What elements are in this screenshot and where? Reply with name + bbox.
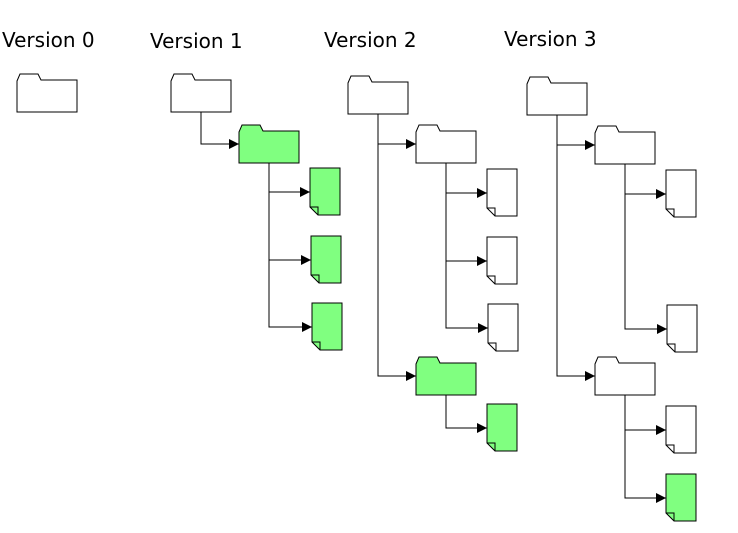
version-3-subfolder-0-icon (594, 125, 656, 165)
version-3-subfolder-1-file-1-icon (665, 473, 697, 522)
v2-folder-0-connector-1 (445, 163, 487, 266)
version-3-subfolder-1-file-0-icon (665, 405, 697, 454)
version-0-root-folder-icon (16, 73, 78, 113)
version-1-label: Version 1 (150, 29, 243, 53)
version-3-subfolder-0-file-0-icon (665, 169, 697, 218)
v1-folder-0-connector-1 (268, 163, 311, 265)
version-2-subfolder-1-file-0-icon (486, 403, 518, 452)
v3-folder-1-connector-0 (624, 395, 666, 435)
v2-folder-0-connector-2 (445, 163, 488, 333)
version-1-subfolder-0-file-1-icon (310, 235, 342, 284)
v3-folder-1-connector-1 (624, 395, 666, 503)
v2-connector-0 (377, 114, 416, 149)
v1-connector-0 (200, 112, 239, 149)
version-0-label: Version 0 (2, 28, 95, 52)
version-2-subfolder-0-file-2-icon (487, 303, 519, 352)
v3-connector-0 (556, 115, 595, 150)
v1-folder-0-connector-0 (268, 163, 310, 197)
v2-folder-0-connector-0 (445, 163, 487, 198)
version-1-subfolder-0-file-0-icon (309, 167, 341, 216)
v2-connector-1 (377, 114, 416, 381)
v3-folder-0-connector-1 (624, 164, 667, 334)
version-1-subfolder-0-icon (238, 124, 300, 164)
version-2-label: Version 2 (324, 28, 417, 52)
version-2-root-folder-icon (347, 75, 409, 115)
version-2-subfolder-0-icon (415, 124, 477, 164)
version-3-label: Version 3 (504, 27, 597, 51)
version-2-subfolder-1-icon (415, 356, 477, 396)
v3-connector-1 (556, 115, 595, 381)
version-2-subfolder-0-file-0-icon (486, 168, 518, 217)
version-2-subfolder-0-file-1-icon (486, 236, 518, 285)
v1-folder-0-connector-2 (268, 163, 312, 332)
version-1-root-folder-icon (170, 73, 232, 113)
version-3-root-folder-icon (526, 76, 588, 116)
v3-folder-0-connector-0 (624, 164, 666, 199)
version-3-subfolder-0-file-1-icon (666, 304, 698, 353)
version-3-subfolder-1-icon (594, 356, 656, 396)
version-1-subfolder-0-file-2-icon (311, 302, 343, 351)
v2-folder-1-connector-0 (445, 395, 487, 433)
